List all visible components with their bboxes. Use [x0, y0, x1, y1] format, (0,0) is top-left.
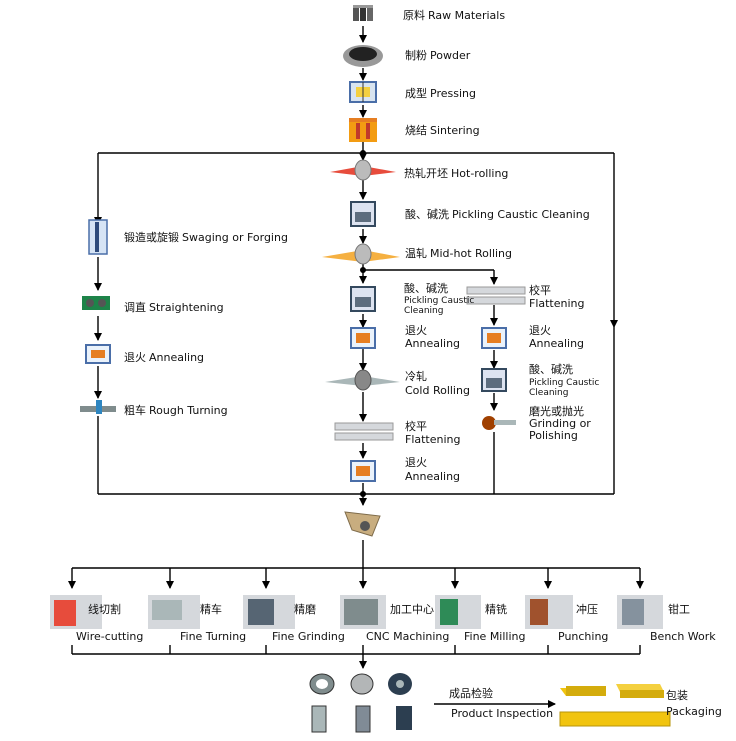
pickling-mid-icon — [350, 286, 376, 312]
grinding-right-en2: Polishing — [529, 429, 578, 442]
pickling-mid-en1: Pickling Caustic — [404, 296, 475, 306]
product-parts-icon — [309, 673, 412, 733]
flattening-mid-zh: 校平 — [405, 420, 427, 433]
pressing-icon — [349, 81, 377, 103]
fine-milling-en: Fine Milling — [464, 630, 526, 643]
mid-hot-rolling-icon — [322, 243, 400, 265]
flattening-right-zh: 校平 — [529, 284, 551, 297]
junction-dots — [360, 150, 366, 497]
punching-en: Punching — [558, 630, 609, 643]
flattening-right-icon — [466, 286, 526, 305]
cold-rolling-icon — [325, 369, 400, 391]
annealing-right-icon — [481, 327, 507, 349]
connector-lines — [68, 26, 644, 708]
fine-turning-en: Fine Turning — [180, 630, 247, 643]
annealing-right-en: Annealing — [529, 337, 585, 350]
pickling-right-en1: Pickling Caustic — [529, 378, 600, 388]
swaging-icon — [88, 219, 108, 255]
flattening-right-en: Flattening — [529, 297, 585, 310]
annealing-mid2-icon — [350, 460, 376, 482]
annealing-mid2-en: Annealing — [405, 470, 461, 483]
pickling-icon — [350, 201, 376, 227]
packaging-zh: 包装 — [666, 689, 688, 702]
wire-cutting-zh: 线切割 — [88, 603, 121, 616]
fabrication-icon — [344, 511, 381, 537]
fine-turning-zh: 精车 — [200, 603, 222, 616]
sintering-icon — [349, 118, 377, 142]
flattening-mid-icon — [334, 422, 394, 441]
pickling-mid-zh: 酸、碱洗 — [404, 282, 448, 295]
pickling-mid-en2: Cleaning — [404, 306, 444, 316]
grinding-icon — [482, 416, 516, 430]
fine-grinding-zh: 精磨 — [294, 603, 316, 616]
annealing-mid-en: Annealing — [405, 337, 461, 350]
fine-milling-zh: 精铣 — [485, 603, 507, 616]
cnc-machining-en: CNC Machining — [366, 630, 450, 643]
flattening-mid-en: Flattening — [405, 433, 461, 446]
packaging-boxes-icon — [559, 684, 671, 727]
pickling-right-en2: Cleaning — [529, 388, 569, 398]
punching-zh: 冲压 — [576, 603, 598, 616]
pickling-right-icon — [481, 368, 507, 392]
straightening-icon — [82, 296, 110, 310]
grinding-right-en1: Grinding or — [529, 417, 591, 430]
raw-materials-icon — [353, 5, 373, 21]
packaging-en: Packaging — [666, 705, 722, 718]
powder-icon — [343, 45, 383, 67]
cnc-machining-zh: 加工中心 — [390, 603, 434, 616]
grinding-right-zh: 磨光或抛光 — [529, 405, 584, 418]
annealing-mid2-zh: 退火 — [405, 456, 427, 469]
cold-rolling-zh: 冷轧 — [405, 370, 427, 383]
bench-work-en: Bench Work — [650, 630, 716, 643]
hot-rolling-icon — [330, 159, 396, 181]
rough-turning-icon — [80, 400, 116, 414]
cold-rolling-en: Cold Rolling — [405, 384, 470, 397]
inspection-zh: 成品检验 — [449, 687, 493, 700]
bench-work-zh: 钳工 — [668, 603, 690, 616]
annealing-right-zh: 退火 — [529, 324, 551, 337]
inspection-en: Product Inspection — [451, 707, 554, 720]
annealing-mid-zh: 退火 — [405, 324, 427, 337]
wire-cutting-en: Wire-cutting — [76, 630, 144, 643]
pickling-right-zh: 酸、碱洗 — [529, 363, 573, 376]
annealing-mid-icon — [350, 327, 376, 349]
annealing-left-icon — [85, 344, 111, 364]
machining-photos — [50, 595, 663, 629]
fine-grinding-en: Fine Grinding — [272, 630, 345, 643]
